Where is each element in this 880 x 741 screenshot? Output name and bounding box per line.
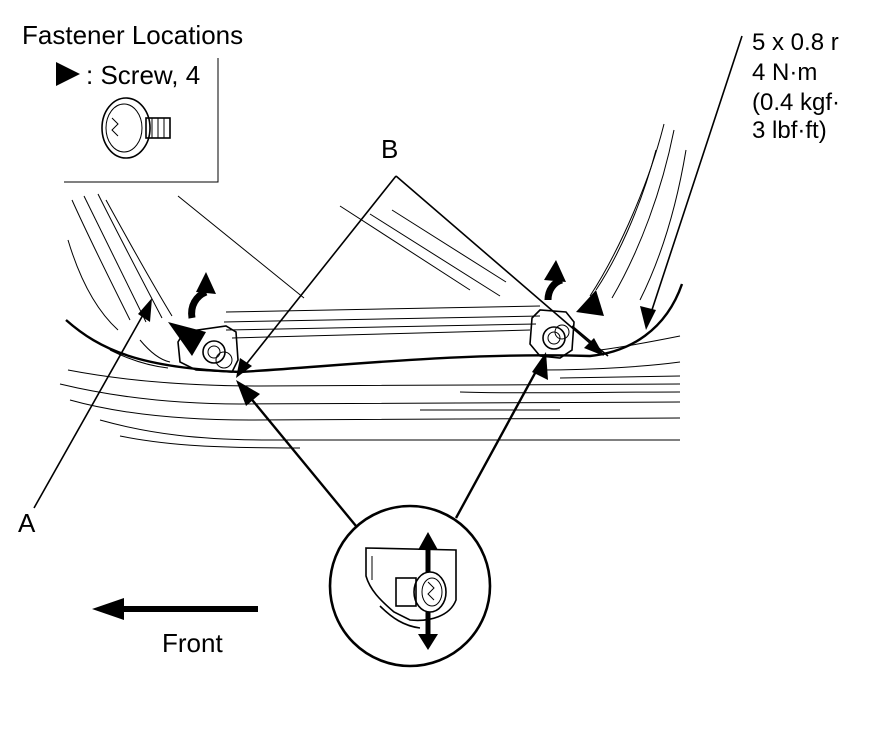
spec-line-4: 3 lbf·ft) (752, 117, 827, 144)
spec-line-2: 4 N·m (752, 59, 817, 86)
detail-arrow-right (454, 363, 542, 519)
right-clip-icon (529, 309, 575, 359)
detail-arrows (236, 352, 548, 527)
legend-title: Fastener Locations (22, 20, 243, 50)
torque-spec: 5 x 0.8 r 4 N·m (0.4 kgf· 3 lbf·ft) (640, 29, 840, 330)
right-clip-assembly (529, 260, 609, 359)
front-label: Front (162, 628, 223, 658)
callout-b: B (236, 134, 604, 378)
right-screw-icon (542, 326, 566, 350)
legend-screw-label: : Screw, 4 (86, 60, 200, 90)
screw-icon (101, 97, 171, 159)
spec-line-3: (0.4 kgf· (752, 89, 840, 116)
spec-leader-line (647, 35, 743, 323)
callout-b-leader-left (239, 175, 397, 373)
legend-border (64, 58, 219, 183)
screw-pointer-icon (56, 62, 80, 86)
left-release-arrow-icon (188, 288, 208, 319)
callout-b-label: B (381, 134, 398, 164)
right-release-arrow-icon (544, 276, 564, 301)
front-direction: Front (92, 598, 258, 658)
callout-b-leader-right (395, 175, 599, 351)
callout-a-label: A (18, 508, 36, 538)
spec-line-1: 5 x 0.8 r (752, 29, 839, 56)
left-pointer-icon (168, 322, 206, 356)
fastener-legend: Fastener Locations : Screw, 4 (22, 20, 243, 183)
detail-circle-icon (328, 504, 492, 668)
callout-a-leader (33, 305, 149, 509)
right-pointer-icon (576, 290, 604, 316)
spec-leader-arrowhead (640, 306, 656, 330)
callout-a: A (18, 298, 152, 538)
vehicle-body-outline (59, 123, 687, 449)
detail-arrow-left (243, 389, 357, 527)
left-clip-assembly (168, 272, 239, 373)
